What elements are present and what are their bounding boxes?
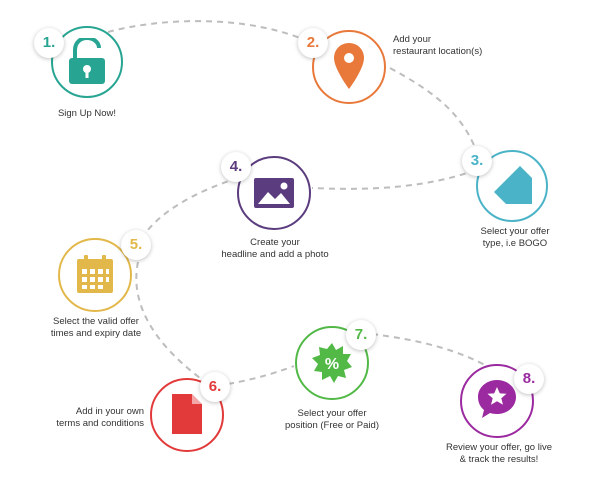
lock-keyhole <box>83 65 91 73</box>
connector-2-3 <box>389 67 477 151</box>
step-7-number: 7. <box>346 320 376 350</box>
percent-symbol: % <box>325 356 339 373</box>
lock-icon <box>69 38 105 84</box>
location-pin-icon <box>334 43 364 89</box>
lock-shackle <box>73 38 101 60</box>
step-3-label: Select your offer type, i.e BOGO <box>480 226 550 249</box>
step-5-label: Select the valid offer times and expiry … <box>50 316 142 339</box>
photo-icon <box>254 178 294 208</box>
chat-star <box>487 387 507 405</box>
document-fold <box>192 394 202 404</box>
step-4-label: Create your headline and add a photo <box>221 237 329 260</box>
step-4-number: 4. <box>221 152 251 182</box>
connector-3-4 <box>311 169 477 190</box>
step-7-label: Select your offer position (Free or Paid… <box>285 408 379 431</box>
step-1-number: 1. <box>34 28 64 58</box>
photo-sun <box>280 182 288 190</box>
step-6-label: Add in your own terms and conditions <box>56 406 144 429</box>
star-chat-icon <box>478 380 516 418</box>
percent-badge-icon: % <box>312 343 352 383</box>
step-3-number: 3. <box>462 146 492 176</box>
tag-icon <box>494 166 532 204</box>
step-2-label: Add your restaurant location(s) <box>393 34 483 57</box>
connector-1-2 <box>107 20 301 39</box>
step-6-number: 6. <box>200 372 230 402</box>
calendar-grid <box>82 269 109 289</box>
pin-shape <box>334 43 364 89</box>
tag-hole <box>501 173 507 179</box>
step-5-number: 5. <box>121 230 151 260</box>
calendar-ring-left <box>84 255 88 264</box>
step-2-number: 2. <box>298 28 328 58</box>
connector-7-8 <box>371 333 495 371</box>
connector-5-6 <box>135 261 201 379</box>
lock-keyhole-slot <box>85 71 89 78</box>
pin-hole <box>344 53 354 63</box>
step-1-label: Sign Up Now! <box>57 108 117 119</box>
connector-6-7 <box>227 365 295 385</box>
calendar-icon <box>77 255 113 293</box>
tag-shape <box>494 166 532 204</box>
photo-mountains <box>258 192 290 204</box>
calendar-body <box>77 259 113 293</box>
step-8-label: Review your offer, go live & track the r… <box>446 442 552 465</box>
calendar-ring-right <box>102 255 106 264</box>
document-icon <box>172 394 202 434</box>
step-8-number: 8. <box>514 364 544 394</box>
starburst-shape <box>312 343 352 383</box>
connector-4-5 <box>141 177 239 239</box>
